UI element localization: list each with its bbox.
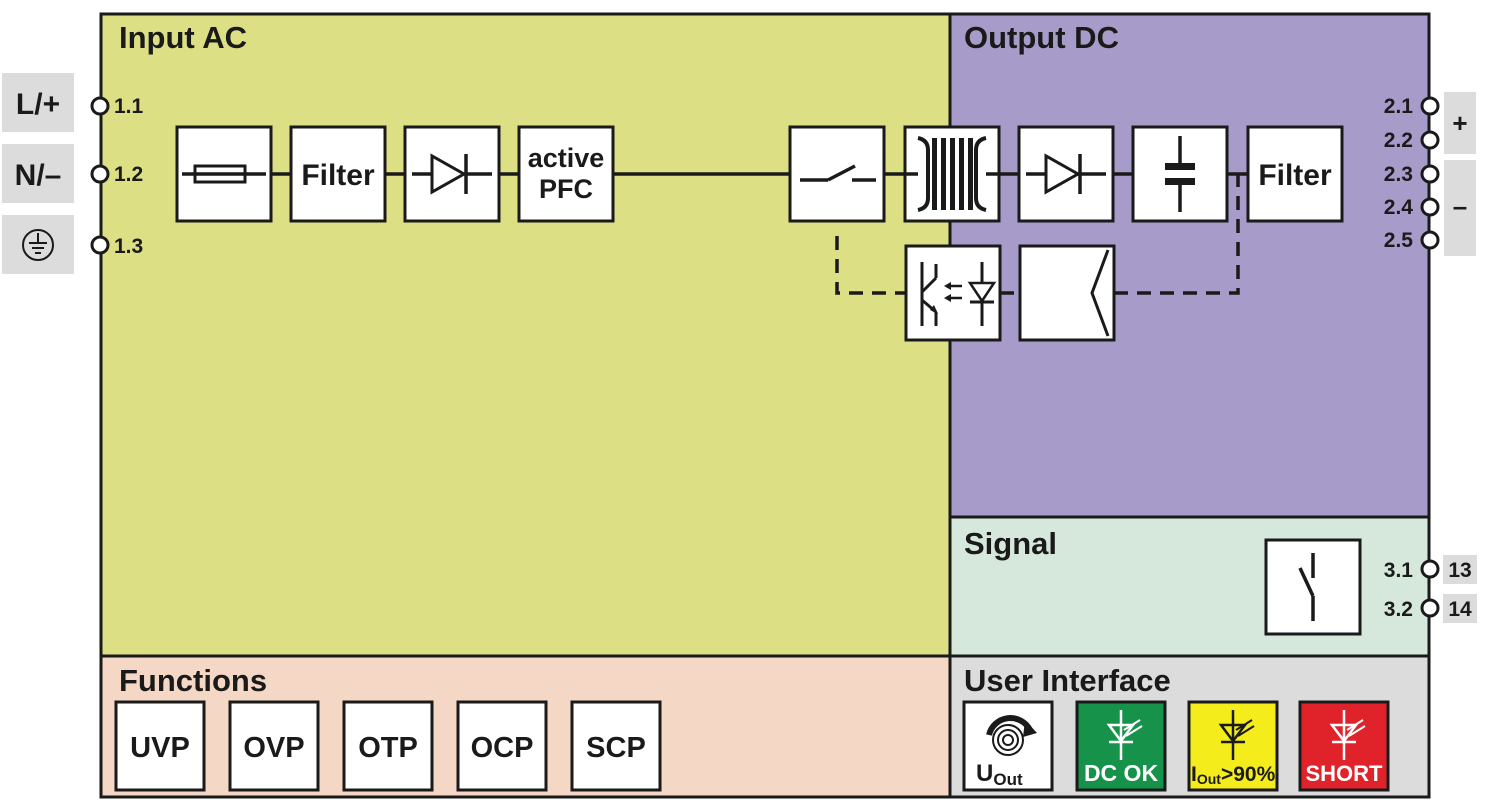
function-scp: SCP [570,700,662,792]
iout-led: IOut>90% [1187,700,1279,792]
short-label: SHORT [1306,761,1384,786]
terminal-circle [90,164,110,184]
terminal-circle [1420,96,1440,116]
uout-label: UOut [976,760,1023,789]
short-led: SHORT [1298,700,1390,792]
transformer-block [903,125,1001,223]
signal-terminal-3-2[interactable]: 3.2 14 [1384,594,1477,623]
terminal-tab-l [2,73,74,132]
switch-block [788,125,886,223]
iout-label: IOut>90% [1191,763,1276,787]
output-minus-label: – [1453,191,1467,221]
terminal-number: 2.5 [1384,229,1414,252]
output-filter-block: Filter [1246,125,1344,223]
input-terminal-1-2[interactable]: N/– 1.2 [2,144,143,203]
terminal-number: 1.3 [114,235,143,258]
function-label: OVP [243,732,304,764]
optocoupler-block [904,244,1002,342]
regulator-icon [1090,249,1110,337]
function-label: SCP [586,732,646,764]
terminal-number: 2.3 [1384,163,1413,186]
output-plus-label: + [1452,108,1467,138]
terminal-tab-label: 13 [1448,559,1471,582]
dc-ok-led: DC OK [1075,700,1167,792]
led-icon [1106,710,1143,760]
terminal-tab-14 [1443,594,1477,623]
terminal-tab-n [2,144,74,203]
function-label: OTP [358,732,418,764]
function-otp: OTP [342,700,434,792]
signal-terminal-3-1[interactable]: 3.1 13 [1384,555,1477,584]
regulator-block [1018,244,1116,342]
terminal-circle [1420,130,1440,150]
terminal-circle [1420,197,1440,217]
terminal-number: 2.2 [1384,129,1413,152]
transformer-icon [905,136,999,212]
terminal-number: 1.1 [114,95,144,118]
terminal-tab-ground [2,215,74,274]
function-uvp: UVP [114,700,206,792]
output-dc-title: Output DC [964,20,1119,55]
terminal-number: 3.1 [1384,559,1414,582]
pfc-label-line2: PFC [539,174,593,204]
diode-icon [412,153,492,195]
terminal-number: 1.2 [114,163,143,186]
relay-contact-icon [1298,553,1315,621]
terminal-tab-label: N/– [15,159,62,192]
terminal-circle [90,96,110,116]
user-interface-title: User Interface [964,663,1171,698]
dc-ok-label: DC OK [1084,760,1159,786]
input-ac-title: Input AC [119,20,247,55]
active-pfc-block: active PFC [517,125,615,223]
feedback-dashed-line-right [1114,174,1240,295]
optocoupler-icon [920,262,997,326]
switch-icon [800,164,876,182]
terminal-tab-label: 14 [1448,598,1472,621]
feedback-dashed-line [835,236,906,295]
function-label: UVP [130,732,190,764]
led-icon [1329,710,1366,760]
input-terminal-1-3[interactable]: 1.3 [2,215,143,274]
output-filter-label: Filter [1258,159,1332,192]
capacitor-block [1131,125,1229,223]
input-filter-label: Filter [301,159,375,192]
terminal-tab-label: L/+ [16,88,60,121]
uout-potentiometer[interactable]: UOut [962,700,1054,792]
output-minus-tab [1444,160,1476,256]
function-label: OCP [471,732,534,764]
terminal-circle [1420,559,1440,579]
function-ocp: OCP [456,700,548,792]
diode-icon [1026,153,1106,195]
input-terminal-1-1[interactable]: L/+ 1.1 [2,73,144,132]
input-ac-section [99,12,952,658]
potentiometer-icon [986,715,1037,756]
input-filter-block: Filter [289,125,387,223]
terminal-circle [1420,598,1440,618]
terminal-circle [90,235,110,255]
output-rectifier-block [1017,125,1115,223]
terminal-tab-13 [1443,555,1477,584]
capacitor-icon [1165,136,1195,212]
function-ovp: OVP [228,700,320,792]
signal-title: Signal [964,526,1057,561]
led-icon [1218,710,1255,760]
functions-title: Functions [119,663,267,698]
fuse-block [175,125,273,223]
rectifier-block [403,125,501,223]
terminal-number: 2.1 [1384,95,1414,118]
output-terminals[interactable]: + – 2.1 2.2 2.3 2.4 2.5 [1384,92,1476,256]
terminal-circle [1420,164,1440,184]
pfc-label-line1: active [528,143,605,173]
relay-block [1264,538,1362,636]
terminal-number: 2.4 [1384,196,1414,219]
terminal-number: 3.2 [1384,598,1413,621]
output-plus-tab [1444,92,1476,154]
ground-icon [22,229,54,261]
terminal-circle [1420,230,1440,250]
fuse-icon [182,164,266,184]
